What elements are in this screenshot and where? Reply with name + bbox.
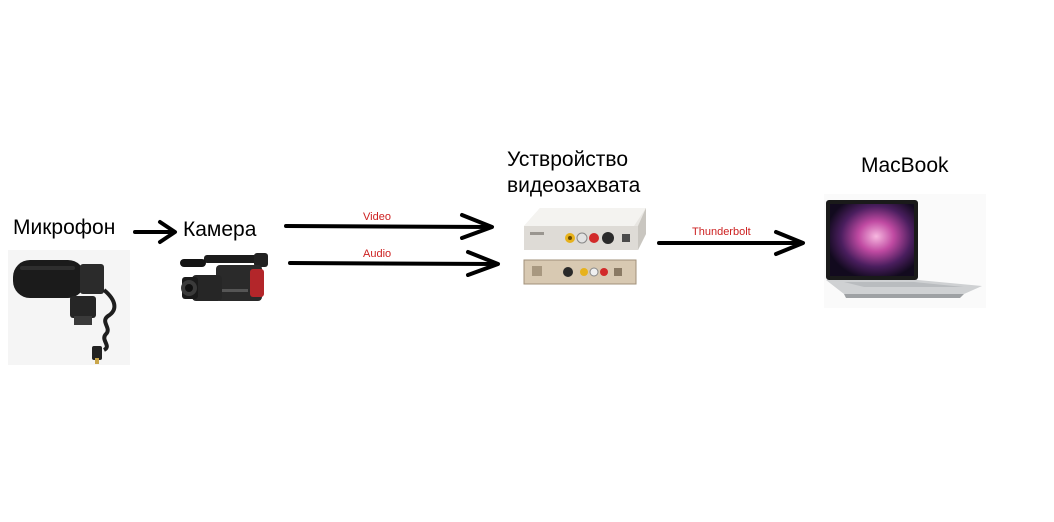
microphone-label: Микрофон (13, 216, 116, 239)
capture-device-label-line1: Уствройство (507, 148, 629, 171)
capture-device-label-line2: видеозахвата (507, 174, 641, 197)
macbook-label: MacBook (861, 154, 949, 177)
video-capture-box-icon (516, 198, 652, 290)
camcorder-icon (178, 253, 272, 311)
laptop-icon (824, 194, 986, 308)
video-connection-label: Video (363, 211, 391, 223)
camera-label: Камера (183, 218, 257, 241)
audio-connection-label: Audio (363, 248, 392, 260)
mic-to-camera-arrow (133, 220, 177, 244)
video-arrow (284, 213, 494, 240)
thunderbolt-arrow (657, 230, 805, 256)
thunderbolt-connection-label: Thunderbolt (692, 226, 751, 238)
microphone-icon (8, 250, 130, 365)
audio-arrow (288, 250, 500, 277)
